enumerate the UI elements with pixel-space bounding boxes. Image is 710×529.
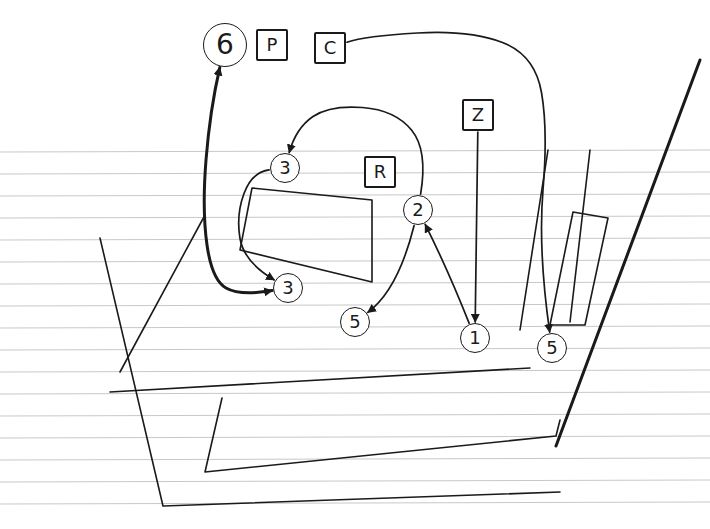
arrow-connector: [347, 32, 550, 332]
arrow-connector: [204, 67, 272, 292]
arrow-connector: [475, 132, 478, 322]
arrow-connector: [368, 226, 414, 313]
callout-circle: 6: [203, 23, 247, 67]
callout-circle: 3: [273, 273, 303, 303]
letter-box: P: [256, 29, 288, 61]
letter-box: R: [364, 156, 396, 188]
arrow-connector: [239, 170, 275, 280]
arrow-connector: [289, 107, 423, 194]
callout-number: 5: [546, 339, 557, 357]
callout-number: 6: [216, 31, 234, 59]
callout-number: 3: [279, 159, 290, 177]
paper-lines: [0, 150, 710, 504]
letter-box: Z: [462, 99, 494, 131]
outline-drawing: [100, 60, 700, 506]
callout-number: 1: [469, 329, 480, 347]
callout-number: 5: [349, 313, 360, 331]
callout-letter: P: [267, 36, 278, 54]
letter-box: C: [314, 32, 346, 64]
arrow-connector: [425, 224, 469, 323]
callout-number: 2: [412, 201, 423, 219]
callout-circle: 2: [403, 195, 433, 225]
callout-circle: 5: [537, 333, 567, 363]
callout-number: 3: [282, 279, 293, 297]
callout-circle: 3: [270, 153, 300, 183]
callout-circle: 5: [340, 307, 370, 337]
callout-letter: Z: [472, 106, 484, 124]
callout-letter: R: [374, 163, 387, 181]
callout-letter: C: [324, 39, 337, 57]
callout-circle: 1: [460, 323, 490, 353]
